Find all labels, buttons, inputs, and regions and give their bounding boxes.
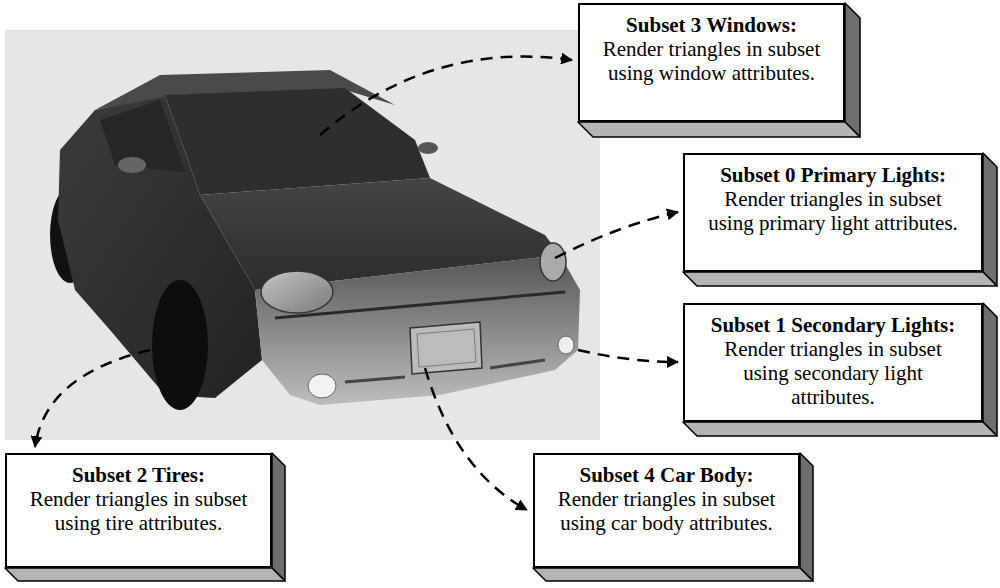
- lower-intake: [345, 377, 405, 382]
- box-bottom: [533, 568, 813, 581]
- subset-box: Subset 2 Tires:Render triangles in subse…: [5, 453, 272, 568]
- box-body: Render triangles in subset using window …: [598, 37, 825, 85]
- fog-light: [558, 336, 574, 354]
- front-bumper: [255, 255, 580, 405]
- box-heading: Subset 2 Tires:: [25, 463, 252, 487]
- windshield: [165, 88, 430, 195]
- box-side: [272, 453, 285, 581]
- side-mirror: [418, 142, 438, 154]
- box-heading: Subset 0 Primary Lights:: [703, 163, 963, 187]
- primary-headlight: [261, 271, 333, 313]
- license-plate: [410, 322, 482, 374]
- side-mirror: [118, 157, 146, 173]
- box-heading: Subset 3 Windows:: [598, 13, 825, 37]
- subset-box: Subset 3 Windows:Render triangles in sub…: [578, 3, 845, 122]
- box-heading: Subset 4 Car Body:: [553, 463, 780, 487]
- box-bottom: [683, 422, 997, 436]
- box-bottom: [683, 272, 997, 286]
- leader-line: [320, 57, 572, 135]
- primary-headlight: [540, 243, 566, 281]
- box-heading: Subset 1 Secondary Lights:: [703, 313, 963, 337]
- subset-box: Subset 4 Car Body:Render triangles in su…: [533, 453, 800, 568]
- box-body: Render triangles in subset using tire at…: [25, 487, 252, 535]
- lower-intake: [490, 360, 545, 368]
- fog-light: [308, 374, 336, 398]
- license-plate-frame: [417, 329, 476, 367]
- front-tire: [152, 280, 208, 410]
- box-side: [800, 453, 813, 581]
- box-body: Render triangles in subset using primary…: [703, 187, 963, 235]
- leader-line: [425, 368, 527, 510]
- subset-box: Subset 0 Primary Lights:Render triangles…: [683, 153, 983, 272]
- leader-line: [35, 350, 150, 447]
- box-side: [845, 3, 860, 137]
- leader-line: [578, 350, 678, 362]
- leader-line: [555, 212, 678, 258]
- box-side: [983, 303, 997, 436]
- illustration-background: [5, 30, 600, 440]
- box-body: Render triangles in subset using seconda…: [703, 337, 963, 409]
- box-side: [983, 153, 997, 286]
- box-bottom: [578, 122, 860, 137]
- box-body: Render triangles in subset using car bod…: [553, 487, 780, 535]
- box-bottom: [5, 568, 285, 581]
- subset-box: Subset 1 Secondary Lights:Render triangl…: [683, 303, 983, 422]
